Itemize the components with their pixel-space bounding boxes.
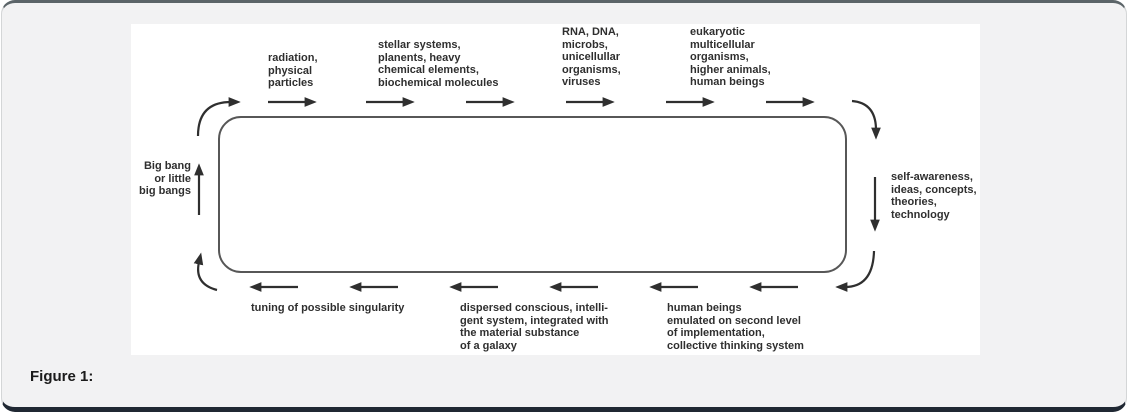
label-eukaryotic-organisms: eukaryotic multicellular organisms, high…	[690, 26, 771, 88]
curve-arrow-bottom-left-icon	[193, 252, 218, 292]
cycle-rounded-rectangle	[218, 116, 847, 273]
label-big-bang: Big bang or little big bangs	[139, 160, 191, 197]
label-dispersed-conscious-system: dispersed conscious, intelli- gent syste…	[460, 302, 609, 352]
label-human-beings-emulated: human beings emulated on second level of…	[667, 302, 804, 352]
cycle-diagram-graphic	[193, 97, 881, 292]
label-radiation-particles: radiation, physical particles	[268, 52, 318, 89]
label-self-awareness: self-awareness, ideas, concepts, theorie…	[891, 171, 977, 221]
curve-arrow-bottom-right-icon	[835, 250, 876, 292]
label-stellar-systems: stellar systems, planents, heavy chemica…	[378, 39, 499, 89]
figure-caption: Figure 1:	[30, 368, 94, 385]
curve-arrow-top-left-icon	[196, 97, 241, 137]
label-rna-dna-organisms: RNA, DNA, microbs, unicellullar organism…	[562, 26, 621, 88]
curve-arrow-top-right-icon	[851, 99, 881, 140]
diagram-panel: Big bang or little big bangs radiation, …	[131, 24, 980, 355]
label-tuning-singularity: tuning of possible singularity	[251, 302, 405, 314]
